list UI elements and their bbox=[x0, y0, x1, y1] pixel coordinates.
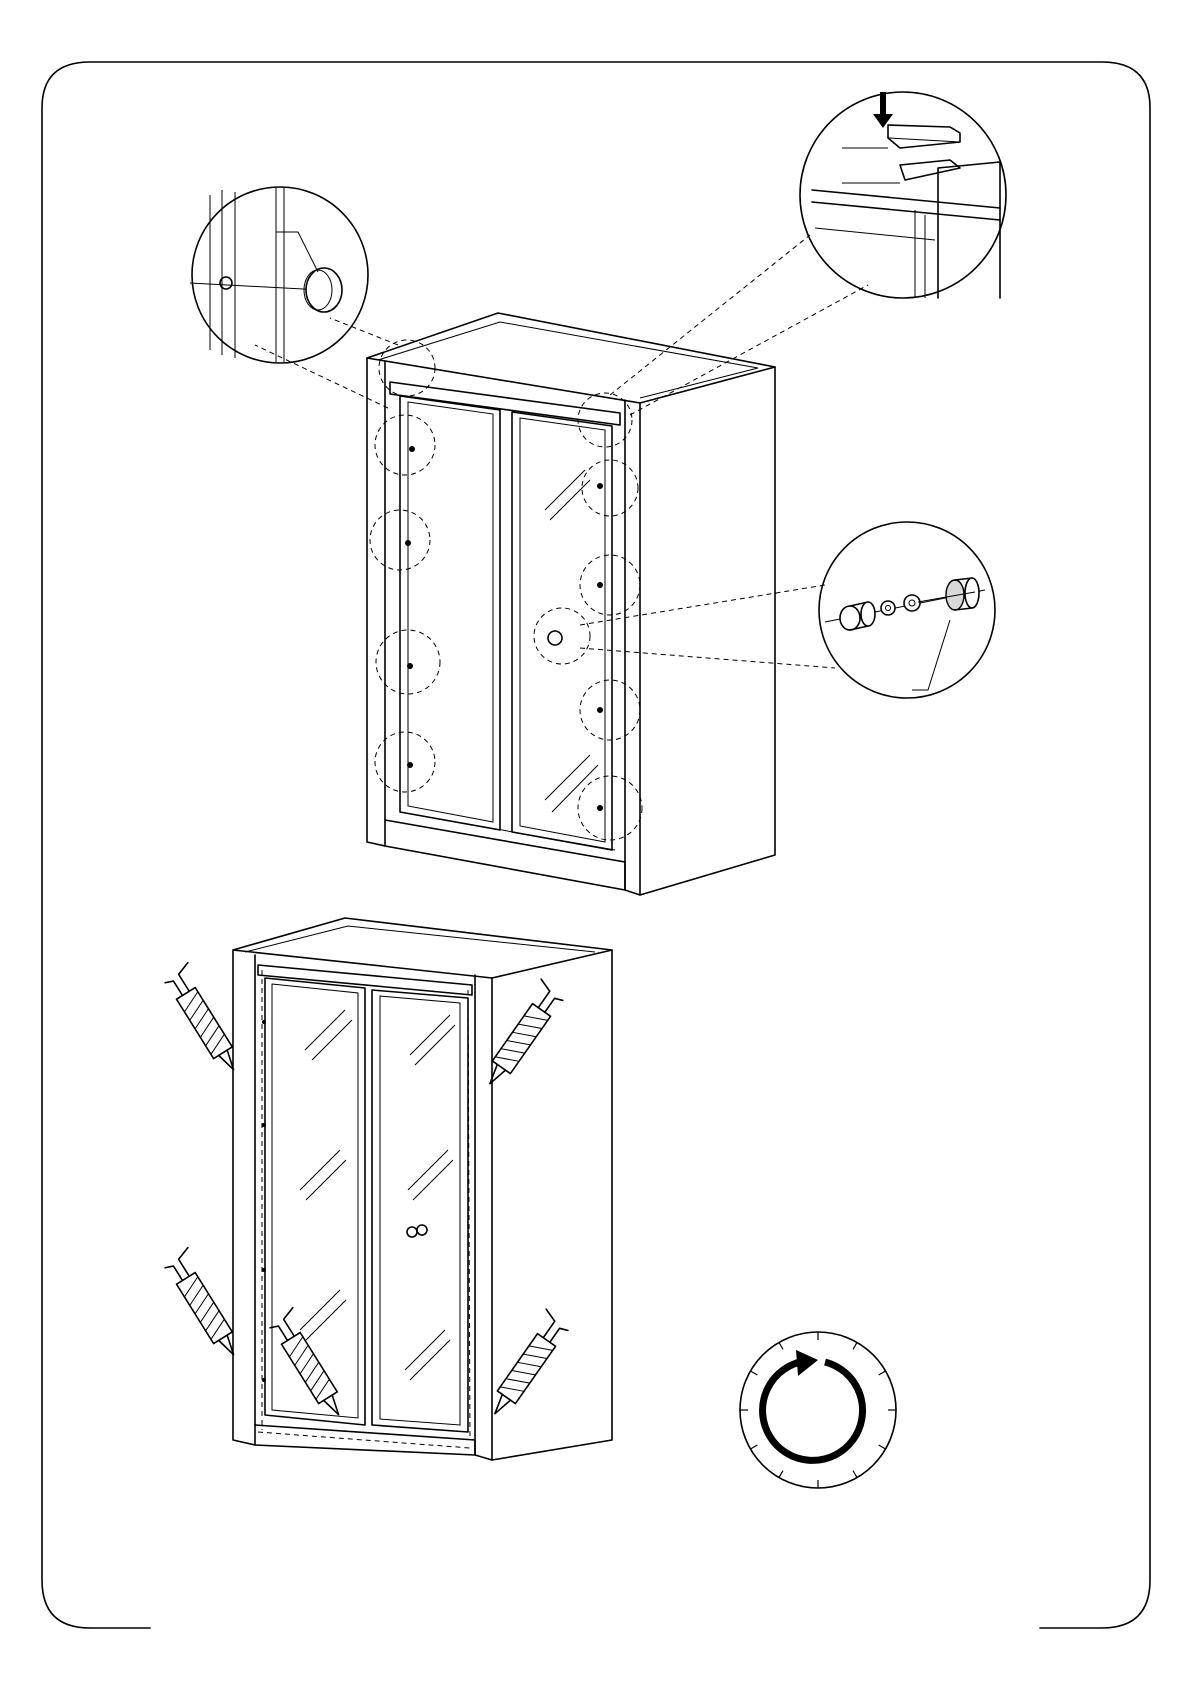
down-arrow-icon bbox=[873, 92, 893, 128]
clockwise-rotation-icon bbox=[763, 1361, 863, 1460]
callout-rail-cap-detail bbox=[800, 92, 1006, 298]
caulking-gun-icon bbox=[267, 1308, 353, 1421]
wardrobe-top bbox=[255, 235, 868, 895]
dial-tick bbox=[750, 1371, 757, 1375]
dial-tick bbox=[879, 1445, 886, 1449]
page-border bbox=[42, 62, 1150, 1628]
callout-knob-hardware bbox=[819, 522, 995, 698]
dial-tick bbox=[779, 1471, 783, 1478]
dial-tick bbox=[853, 1471, 857, 1478]
caulking-gun-icon bbox=[475, 979, 566, 1090]
dial-tick bbox=[853, 1342, 857, 1349]
dial-tick bbox=[779, 1342, 783, 1349]
dial-tick bbox=[750, 1445, 757, 1449]
caulking-gun-icon bbox=[162, 1248, 248, 1361]
door-knob bbox=[548, 631, 562, 645]
caulking-gun-icon bbox=[480, 1309, 571, 1420]
dial-tick bbox=[879, 1371, 886, 1375]
caulking-gun-icon bbox=[162, 963, 248, 1076]
wardrobe-bottom bbox=[233, 918, 612, 1460]
timer-dial bbox=[740, 1332, 896, 1488]
callout-knob-detail bbox=[190, 187, 368, 363]
